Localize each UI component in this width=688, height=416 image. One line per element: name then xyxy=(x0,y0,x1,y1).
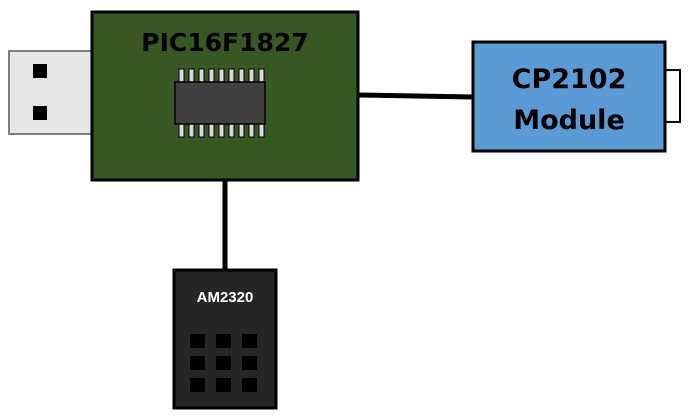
sensor-grille-hole xyxy=(242,378,257,392)
chip-pin xyxy=(198,68,205,84)
sensor-grille-hole xyxy=(242,334,257,348)
chip-pin xyxy=(188,68,195,84)
cp2102-module: CP2102 Module xyxy=(471,40,681,153)
cp2102-module-label-line2: Module xyxy=(513,105,625,136)
mcu-board: PIC16F1827 xyxy=(90,10,360,182)
usb-plug xyxy=(8,50,100,135)
usb-plug-contact-top xyxy=(33,64,47,78)
chip-pin xyxy=(218,68,225,84)
chip-pin xyxy=(178,122,185,138)
chip-pin xyxy=(238,122,245,138)
chip-pin xyxy=(218,122,225,138)
chip-pin xyxy=(208,122,215,138)
chip-pin xyxy=(248,122,255,138)
chip-pin xyxy=(258,68,265,84)
sensor-grille-hole xyxy=(242,356,257,370)
cp2102-module-label-line1: CP2102 xyxy=(512,64,627,95)
am2320-sensor: AM2320 xyxy=(172,268,278,410)
chip-body xyxy=(174,81,266,125)
chip-pin xyxy=(188,122,195,138)
chip-pin xyxy=(248,68,255,84)
chip-pins-bottom xyxy=(178,122,265,138)
usb-plug-contact-bottom xyxy=(33,106,47,120)
chip-pin xyxy=(178,68,185,84)
cp2102-module-body xyxy=(471,40,667,153)
sensor-grille-hole xyxy=(190,334,205,348)
sensor-grille-hole xyxy=(190,378,205,392)
sensor-grille-hole xyxy=(190,356,205,370)
usb-plug-body xyxy=(8,50,100,135)
sensor-grille-hole xyxy=(216,356,231,370)
chip-pins-top xyxy=(178,68,265,84)
chip-pin xyxy=(208,68,215,84)
sensor-grille-hole xyxy=(216,378,231,392)
mcu-board-label: PIC16F1827 xyxy=(141,28,308,57)
sensor-grille xyxy=(190,334,257,392)
chip-pin xyxy=(198,122,205,138)
wire-mcu-to-cp2102 xyxy=(357,92,474,100)
am2320-sensor-label: AM2320 xyxy=(197,289,254,306)
chip-pin xyxy=(258,122,265,138)
chip-pin xyxy=(228,122,235,138)
sensor-grille-hole xyxy=(216,334,231,348)
chip-pin xyxy=(228,68,235,84)
chip-pin xyxy=(238,68,245,84)
